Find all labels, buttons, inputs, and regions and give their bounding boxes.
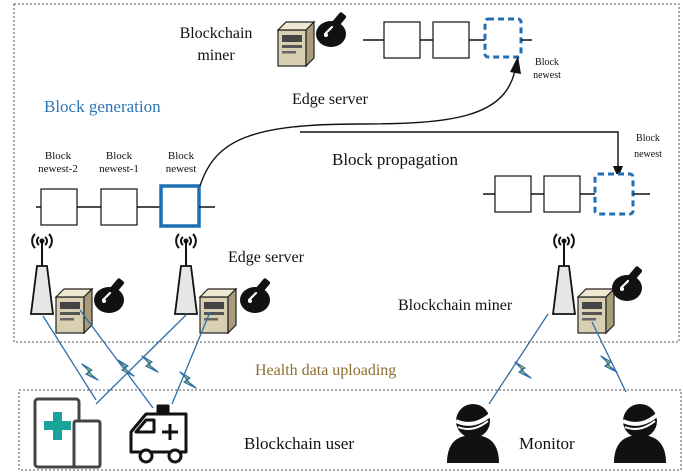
server-icon (277, 21, 315, 67)
left-chain (36, 184, 215, 228)
top-block-newest (483, 17, 523, 59)
edge-server-top-label: Edge server (292, 91, 369, 108)
block-propagation-label: Block propagation (332, 150, 459, 169)
block-newest-top-label-1: Block (535, 57, 559, 68)
block-newest2-label-1: Block (45, 150, 72, 162)
block-newest-right-label-2: newest (634, 149, 662, 160)
pickaxe-icon (314, 10, 348, 49)
health-upload-label: Health data uploading (255, 362, 396, 379)
lightning-icon (514, 361, 532, 379)
right-block-newest (593, 172, 635, 216)
user-region-frame (18, 389, 682, 471)
right-block-1 (494, 175, 532, 213)
right-chain (483, 172, 650, 216)
edge-server-mid-label: Edge server (228, 249, 305, 266)
hospital-icon (33, 397, 102, 469)
ambulance-icon (129, 404, 188, 464)
propagation-arrow-up (199, 69, 516, 187)
left-block-newest2 (40, 188, 78, 226)
lightning-icon (81, 363, 99, 381)
propagation-arrowhead-right (613, 166, 623, 178)
block-newest1-label-1: Block (106, 150, 133, 162)
server-icon (55, 288, 93, 334)
top-block-1 (383, 21, 421, 59)
block-newest-right-label-1: Block (636, 133, 660, 144)
lightning-icon (141, 355, 159, 373)
server-icon (577, 288, 615, 334)
user-icon (612, 402, 668, 465)
pickaxe-icon (238, 276, 272, 315)
edge-region-frame (13, 3, 680, 343)
server-icon (199, 288, 237, 334)
user-icon (445, 402, 501, 465)
left-block-newest (159, 184, 201, 228)
top-chain (363, 17, 532, 59)
block-newest-left-label-1: Block (168, 150, 195, 162)
upload-links (42, 309, 627, 409)
block-newest1-label-2: newest-1 (99, 163, 139, 175)
miner-right-label: Blockchain miner (398, 297, 513, 314)
antenna-icon (30, 233, 54, 315)
propagation-arrow-right (300, 131, 619, 168)
block-newest2-label-2: newest-2 (38, 163, 78, 175)
pickaxe-icon (92, 276, 126, 315)
right-block-2 (543, 175, 581, 213)
block-generation-label: Block generation (44, 97, 161, 116)
top-block-2 (432, 21, 470, 59)
miner-top-label-2: miner (197, 47, 235, 64)
block-newest-top-label-2: newest (533, 70, 561, 81)
left-block-newest1 (100, 188, 138, 226)
antenna-icon (174, 233, 198, 315)
antenna-icon (552, 233, 576, 315)
miner-top-label-1: Blockchain (180, 25, 253, 42)
monitor-label: Monitor (519, 434, 575, 453)
blockchain-user-label: Blockchain user (244, 434, 354, 453)
pickaxe-icon (610, 264, 644, 303)
block-newest-left-label-2: newest (166, 163, 197, 175)
propagation-arrowhead-up (510, 56, 521, 74)
